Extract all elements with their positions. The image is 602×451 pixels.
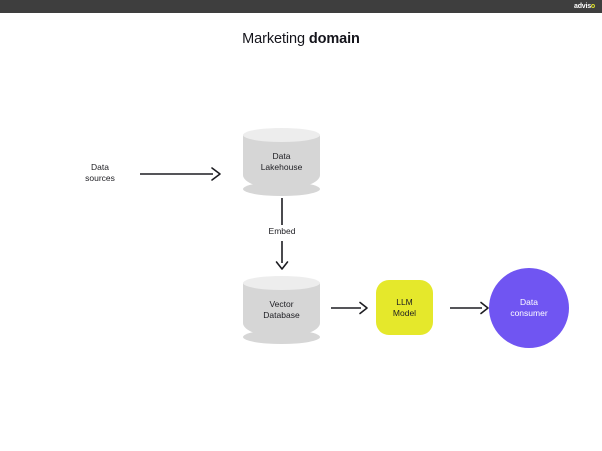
cylinder-bottom-ellipse — [243, 182, 320, 196]
adviso-logo-accent: o — [590, 3, 595, 10]
node-llm-model-label: LLM Model — [392, 296, 417, 318]
node-data-consumer: Data consumer — [489, 268, 569, 348]
node-vector-database-text: Vector Database — [243, 276, 320, 344]
node-llm-model: LLM Model — [376, 280, 433, 335]
edge-llm-to-consumer — [450, 300, 490, 316]
cylinder-body — [243, 135, 320, 189]
node-data-lakehouse-label: Data Lakehouse — [260, 151, 303, 172]
adviso-logo-main: advis — [574, 3, 591, 10]
node-data-consumer-label: Data consumer — [510, 297, 548, 318]
node-data-sources: Data sources — [85, 162, 115, 183]
cylinder-top-ellipse — [243, 128, 320, 142]
top-bar: adviso — [0, 0, 602, 13]
edge-sources-to-lakehouse — [140, 166, 222, 182]
cylinder-top-ellipse — [243, 276, 320, 290]
adviso-logo: adviso — [574, 0, 595, 13]
edge-label-embed: Embed — [268, 226, 296, 236]
node-vector-database-label: Vector Database — [263, 299, 300, 320]
node-vector-database: Vector Database — [243, 276, 320, 344]
cylinder-bottom-ellipse — [243, 330, 320, 344]
edge-lakehouse-to-vectordb-arrow — [275, 241, 289, 271]
slide-title-regular: Marketing — [242, 31, 309, 47]
edge-lakehouse-to-vectordb-line — [275, 198, 289, 226]
node-data-lakehouse: Data Lakehouse — [243, 128, 320, 196]
slide-canvas: Marketing domain Data sources Data Lakeh… — [0, 13, 602, 451]
node-data-lakehouse-text: Data Lakehouse — [243, 128, 320, 196]
edge-vectordb-to-llm — [331, 300, 369, 316]
slide-title: Marketing domain — [0, 31, 602, 47]
slide-title-bold: domain — [308, 31, 360, 47]
cylinder-body — [243, 283, 320, 337]
